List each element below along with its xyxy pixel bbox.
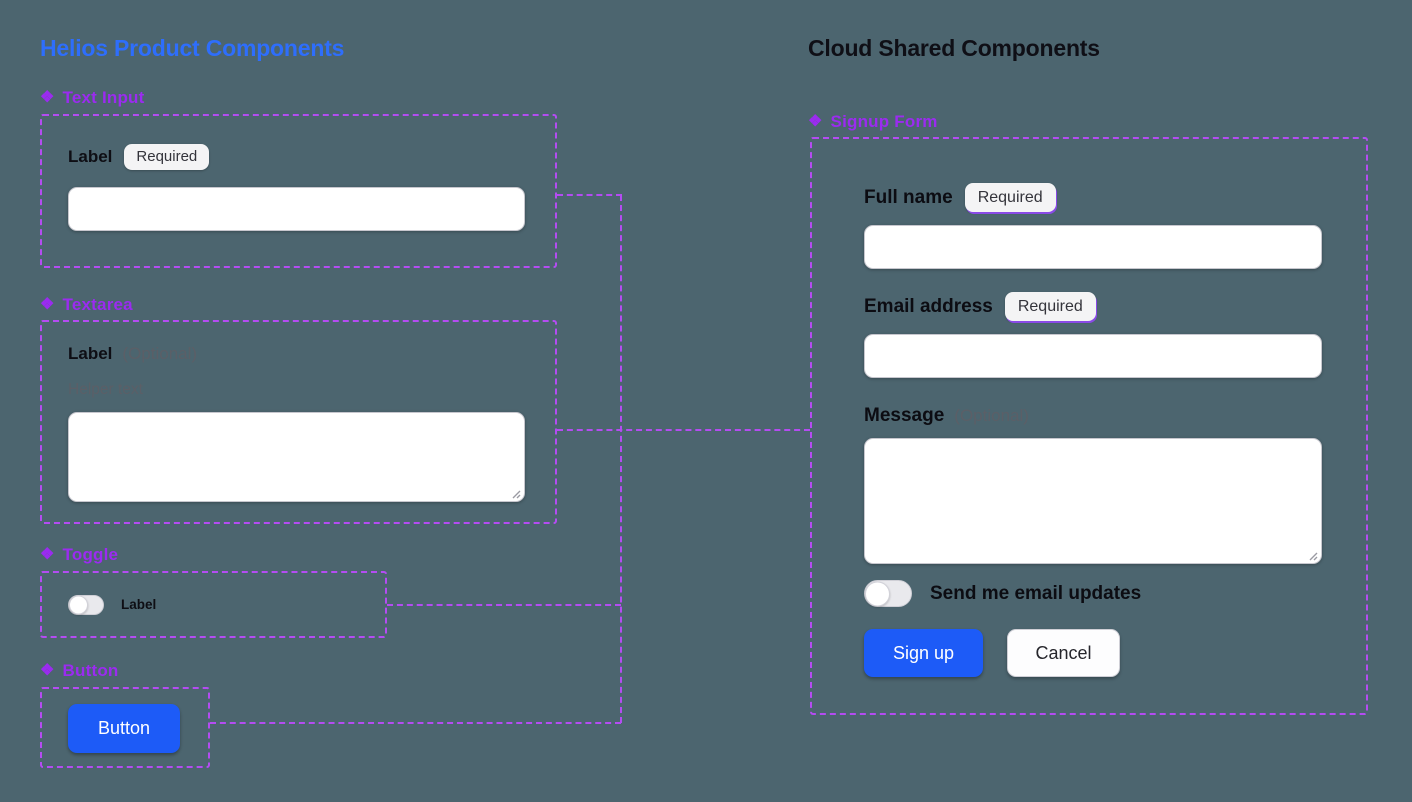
- text-input-component-frame: Label Required: [40, 114, 557, 268]
- signup-form-component-frame: Full name Required Email address Require…: [810, 137, 1368, 715]
- component-label-text: Toggle: [62, 545, 119, 564]
- sign-up-button[interactable]: Sign up: [864, 629, 983, 677]
- right-panel-title: Cloud Shared Components: [808, 35, 1100, 61]
- button-component-frame: Button: [40, 687, 210, 768]
- cancel-button[interactable]: Cancel: [1007, 629, 1120, 677]
- component-diamond-icon: ❖: [40, 89, 55, 106]
- optional-suffix: (Optional): [954, 406, 1029, 425]
- component-label-toggle: ❖ Toggle: [40, 545, 118, 565]
- helper-text: Helper text: [68, 381, 143, 398]
- component-label-signup-form: ❖ Signup Form: [808, 112, 938, 132]
- text-input-label-row: Label Required: [68, 144, 210, 170]
- component-label-button: ❖ Button: [40, 661, 119, 681]
- toggle-switch[interactable]: [68, 594, 104, 615]
- connector-line-button: [210, 722, 621, 724]
- component-label-textarea: ❖ Textarea: [40, 295, 133, 315]
- message-label: Message: [864, 405, 945, 426]
- required-badge: Required: [124, 144, 210, 170]
- component-label-text-input: ❖ Text Input: [40, 88, 145, 108]
- required-badge: Required: [1004, 292, 1096, 322]
- textarea-label-row: Label (Optional): [68, 344, 197, 364]
- text-input-field[interactable]: [68, 187, 525, 231]
- connector-line-toggle: [387, 604, 621, 606]
- sample-button[interactable]: Button: [68, 704, 180, 753]
- optional-suffix: (Optional): [122, 344, 198, 363]
- email-label-row: Email address Required: [864, 292, 1096, 322]
- component-diamond-icon: ❖: [808, 113, 823, 130]
- connector-line-textarea-to-form: [557, 429, 810, 431]
- email-label: Email address: [864, 295, 993, 317]
- component-diamond-icon: ❖: [40, 546, 55, 563]
- toggle-knob: [865, 581, 890, 606]
- message-textarea[interactable]: [864, 438, 1322, 564]
- full-name-input[interactable]: [864, 225, 1322, 269]
- field-label: Label: [68, 147, 113, 166]
- email-updates-toggle[interactable]: [864, 580, 912, 607]
- required-badge: Required: [964, 183, 1056, 213]
- full-name-label-row: Full name Required: [864, 183, 1056, 213]
- component-label-text: Textarea: [62, 295, 133, 314]
- field-label: Label: [68, 344, 113, 363]
- left-panel-title: Helios Product Components: [40, 35, 345, 61]
- component-label-text: Button: [62, 661, 119, 680]
- component-label-text: Text Input: [62, 88, 145, 107]
- email-input[interactable]: [864, 334, 1322, 378]
- component-diamond-icon: ❖: [40, 296, 55, 313]
- message-label-row: Message (Optional): [864, 405, 1029, 427]
- toggle-knob: [69, 595, 88, 614]
- toggle-label: Label: [121, 597, 157, 612]
- connector-trunk-line: [620, 195, 622, 723]
- form-actions-row: Sign up Cancel: [864, 629, 1120, 677]
- textarea-field[interactable]: [68, 412, 525, 502]
- toggle-component-frame: Label: [40, 571, 387, 638]
- full-name-label: Full name: [864, 186, 953, 208]
- connector-line-text-input: [557, 194, 622, 196]
- email-updates-row: Send me email updates: [864, 580, 1141, 607]
- email-updates-label: Send me email updates: [930, 582, 1142, 604]
- resize-handle-icon[interactable]: [509, 487, 521, 499]
- component-label-text: Signup Form: [830, 112, 938, 131]
- toggle-row: Label: [68, 573, 156, 636]
- resize-handle-icon[interactable]: [1306, 549, 1318, 561]
- component-diamond-icon: ❖: [40, 662, 55, 679]
- textarea-component-frame: Label (Optional) Helper text: [40, 320, 557, 524]
